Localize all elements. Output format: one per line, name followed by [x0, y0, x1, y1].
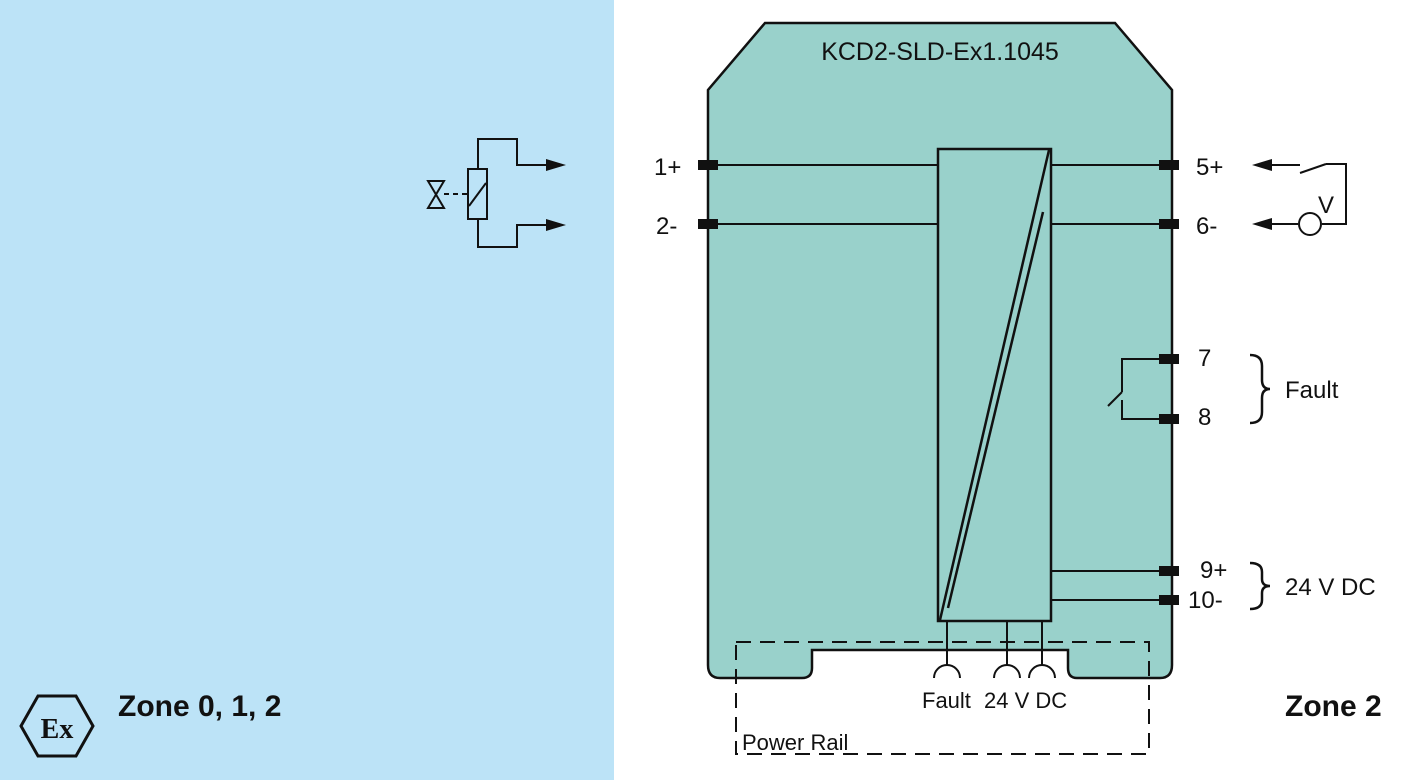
- supply-brace: [1249, 561, 1271, 611]
- arrow-left-icon: [1252, 218, 1272, 230]
- solenoid-valve-icon: [426, 138, 548, 248]
- fault-brace: [1249, 353, 1271, 425]
- voltage-source-label: V: [1318, 192, 1334, 219]
- terminal-10-label: 10-: [1188, 587, 1223, 614]
- module-housing: [706, 21, 1174, 680]
- arrow-right-icon: [546, 219, 566, 231]
- terminal-5[interactable]: [1159, 160, 1179, 170]
- hazardous-area-zone: [0, 0, 614, 780]
- terminal-1[interactable]: [698, 160, 718, 170]
- terminal-10[interactable]: [1159, 595, 1179, 605]
- power-rail-boundary: [735, 641, 1150, 755]
- terminal-1-label: 1+: [654, 154, 681, 181]
- supply-group-label: 24 V DC: [1285, 574, 1376, 601]
- power-rail-label: Power Rail: [742, 730, 848, 755]
- terminal-9-label: 9+: [1200, 557, 1227, 584]
- terminal-7[interactable]: [1159, 354, 1179, 364]
- isolator-block: [936, 147, 1053, 623]
- switch-contact-icon: [1107, 358, 1168, 420]
- voltage-source-icon: [1298, 212, 1322, 236]
- output-circuit: [1270, 163, 1347, 225]
- isolation-barrier-line-2: [946, 211, 1045, 609]
- power-rail-supply-label: 24 V DC: [984, 688, 1067, 713]
- terminal-8[interactable]: [1159, 414, 1179, 424]
- terminal-9[interactable]: [1159, 566, 1179, 576]
- terminal-5-label: 5+: [1196, 154, 1223, 181]
- fault-group-label: Fault: [1285, 377, 1339, 404]
- hazardous-zone-label: Zone 0, 1, 2: [118, 690, 281, 723]
- ex-hexagon-icon: Ex: [19, 694, 95, 758]
- terminal-2-label: 2-: [656, 213, 677, 240]
- module-title: KCD2-SLD-Ex1.1045: [821, 38, 1059, 66]
- terminal-6[interactable]: [1159, 219, 1179, 229]
- svg-text:Ex: Ex: [41, 714, 74, 745]
- terminal-2[interactable]: [698, 219, 718, 229]
- terminal-8-label: 8: [1198, 404, 1211, 431]
- arrow-right-icon: [546, 159, 566, 171]
- terminal-6-label: 6-: [1196, 213, 1217, 240]
- isolation-barrier-line: [938, 149, 1051, 621]
- power-rail-fault-label: Fault: [922, 688, 971, 713]
- terminal-7-label: 7: [1198, 345, 1211, 372]
- arrow-left-icon: [1252, 159, 1272, 171]
- safe-zone-label: Zone 2: [1285, 690, 1382, 723]
